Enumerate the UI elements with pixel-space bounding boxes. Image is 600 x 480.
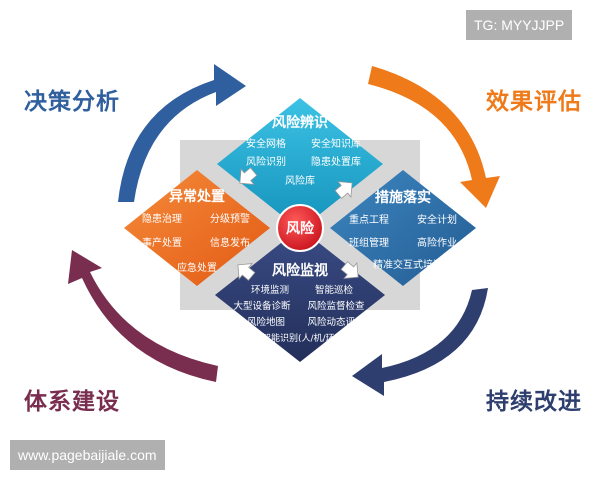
quadrant-right-shape	[330, 170, 476, 286]
center-label: 风险	[286, 220, 315, 237]
quadrant-left-item: 应急处置	[177, 261, 217, 274]
connector-arrow-bottom-right	[340, 261, 359, 279]
quadrant-left-item: 分级预警	[210, 212, 250, 225]
quadrant-right-item: 高险作业	[417, 236, 457, 249]
quadrant-right-item: 安全计划	[417, 213, 457, 226]
quadrant-right-item: 精准交互式培训	[373, 258, 443, 271]
quadrant-bottom-item: 智能巡检	[315, 284, 354, 296]
quadrant-left-title: 异常处置	[169, 188, 225, 205]
quadrant-bottom-title: 风险监视	[272, 262, 328, 279]
connector-arrow-top-left	[239, 167, 258, 185]
quadrant-right-item: 重点工程	[349, 213, 389, 226]
corner-label-top-right: 效果评估	[486, 89, 582, 115]
quadrant-left-shape	[124, 170, 270, 286]
connector-arrow-bottom-left	[237, 263, 256, 281]
quadrant-bottom-item: 风险监督检查	[307, 300, 365, 312]
corner-label-top-left: 决策分析	[24, 89, 120, 115]
arrow-bottom-right	[352, 288, 488, 396]
quadrant-top-item: 安全网格	[246, 137, 286, 150]
watermark-bottom: www.pagebaijiale.com	[10, 440, 165, 470]
quadrant-bottom-item: 环境监测	[251, 284, 289, 296]
quadrant-bottom-item: 风险动态评估	[307, 316, 365, 328]
quadrant-bottom-shape	[215, 228, 385, 362]
quadrant-bottom-item: 风险地图	[247, 316, 285, 328]
quadrant-top-item: 风险识别	[246, 155, 286, 168]
corner-label-bottom-left: 体系建设	[24, 389, 120, 415]
quadrant-left-item: 信息发布	[210, 236, 250, 249]
arrow-bottom-left	[68, 250, 218, 382]
quadrant-top-item: 风险库	[285, 174, 315, 187]
center-circle	[276, 204, 324, 252]
quadrant-bottom-item: 智能识别(人/机/环)	[262, 332, 338, 344]
corner-label-bottom-right: 持续改进	[486, 389, 582, 415]
quadrant-top-item: 安全知识库	[311, 137, 361, 150]
quadrant-top-item: 隐患处置库	[311, 155, 361, 168]
quadrant-top-title: 风险辨识	[272, 114, 328, 131]
quadrant-right-title: 措施落实	[375, 189, 431, 206]
quadrant-right-item: 班组管理	[349, 236, 389, 249]
arrow-top-right	[368, 66, 500, 208]
arrow-top-left	[118, 64, 246, 202]
quadrant-left-item: 隐患治理	[142, 212, 182, 225]
watermark-top: TG: MYYJJPP	[466, 10, 573, 40]
quadrant-left-item: 事产处置	[142, 236, 182, 249]
connector-arrow-top-right	[334, 181, 353, 199]
quadrant-bottom-item: 大型设备诊断	[233, 300, 291, 312]
